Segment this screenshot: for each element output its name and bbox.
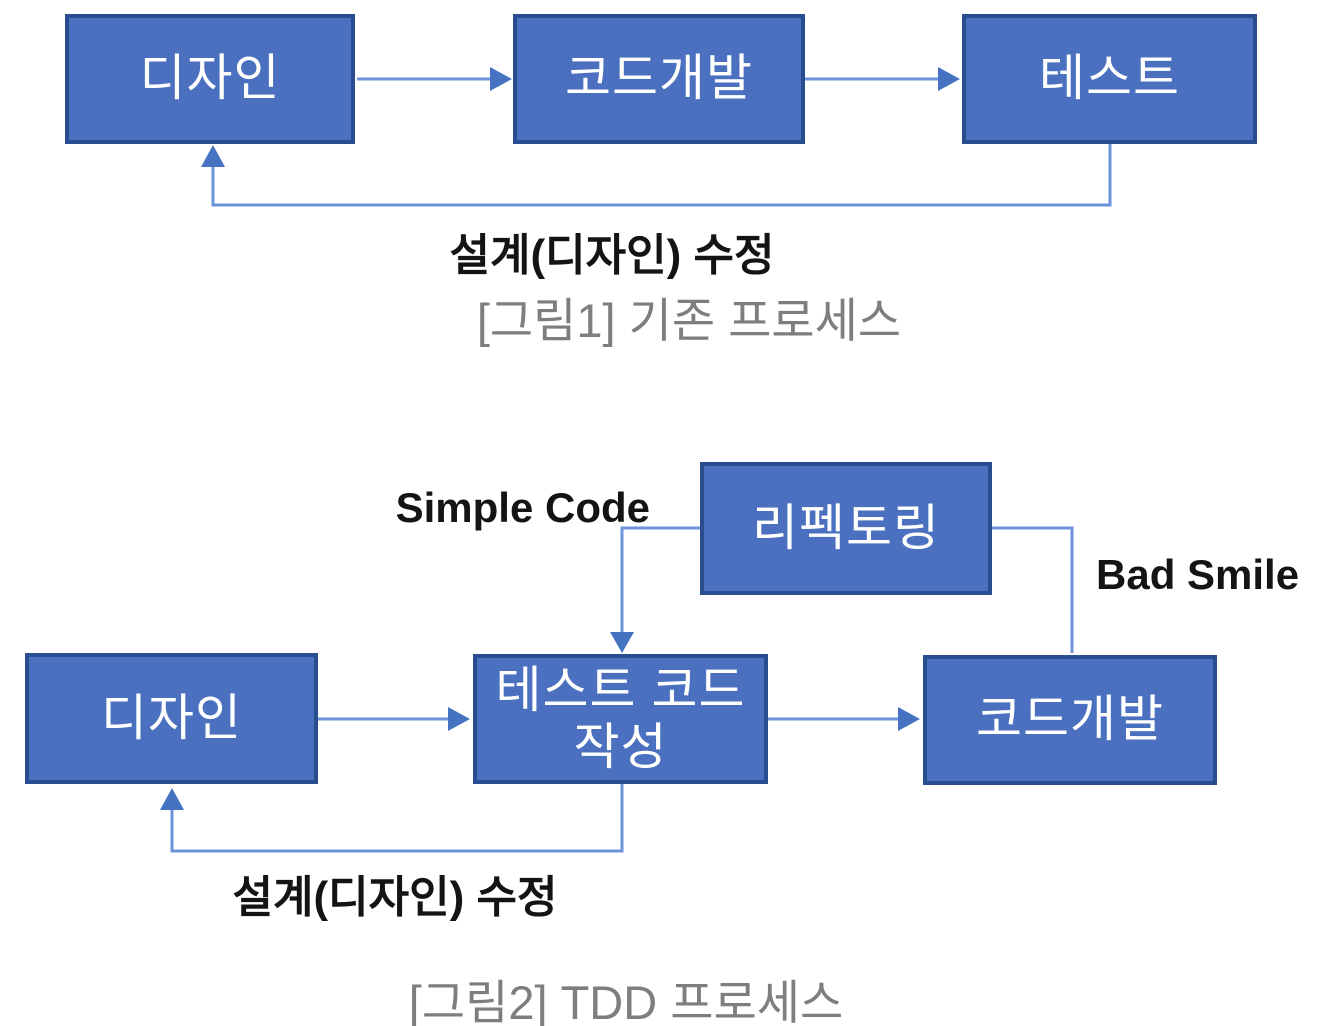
- caption-fig1: [그림1] 기존 프로세스: [476, 294, 902, 347]
- flow-box-testcode-fig2: 테스트 코드 작성: [473, 654, 768, 784]
- box-label-test-fig1: 테스트: [1039, 50, 1180, 107]
- box-label-codedev-fig2: 코드개발: [976, 691, 1164, 748]
- caption-fig2: [그림2] TDD 프로세스: [408, 976, 844, 1026]
- arrow-design-to-testcode-fig2: [318, 707, 470, 731]
- box-label-refactoring-fig2: 리펙토링: [752, 499, 940, 556]
- flow-box-test-fig1: 테스트: [962, 14, 1257, 144]
- arrow-testcode-to-codedev-fig2: [768, 707, 920, 731]
- box-label-codedev-fig1: 코드개발: [565, 50, 753, 107]
- box-label-testcode-fig2: 테스트 코드 작성: [495, 661, 746, 776]
- feedback-label-fig1: 설계(디자인) 수정: [449, 231, 775, 280]
- bad-smile-label: Bad Smile: [1096, 551, 1300, 598]
- flow-box-codedev-fig2: 코드개발: [923, 655, 1217, 785]
- flow-box-design-fig1: 디자인: [65, 14, 355, 144]
- arrow-design-to-codedev-fig1: [357, 67, 512, 91]
- feedback-label-fig2: 설계(디자인) 수정: [232, 873, 558, 922]
- flow-box-refactoring-fig2: 리펙토링: [700, 462, 992, 595]
- feedback-arrow-testcode-to-design-fig2: [160, 784, 624, 853]
- flow-box-design-fig2: 디자인: [25, 653, 318, 784]
- feedback-arrow-test-to-design-fig1: [201, 144, 1112, 207]
- arrow-codedev-to-test-fig1: [805, 67, 960, 91]
- box-label-design-fig2: 디자인: [101, 689, 242, 746]
- flow-box-codedev-fig1: 코드개발: [513, 14, 805, 144]
- arrow-refactor-to-testcode-simple-code: [610, 526, 700, 653]
- box-label-design-fig1: 디자인: [139, 50, 281, 107]
- simple-code-label: Simple Code: [395, 484, 650, 531]
- line-codedev-to-refactor-bad-smile: [992, 526, 1074, 653]
